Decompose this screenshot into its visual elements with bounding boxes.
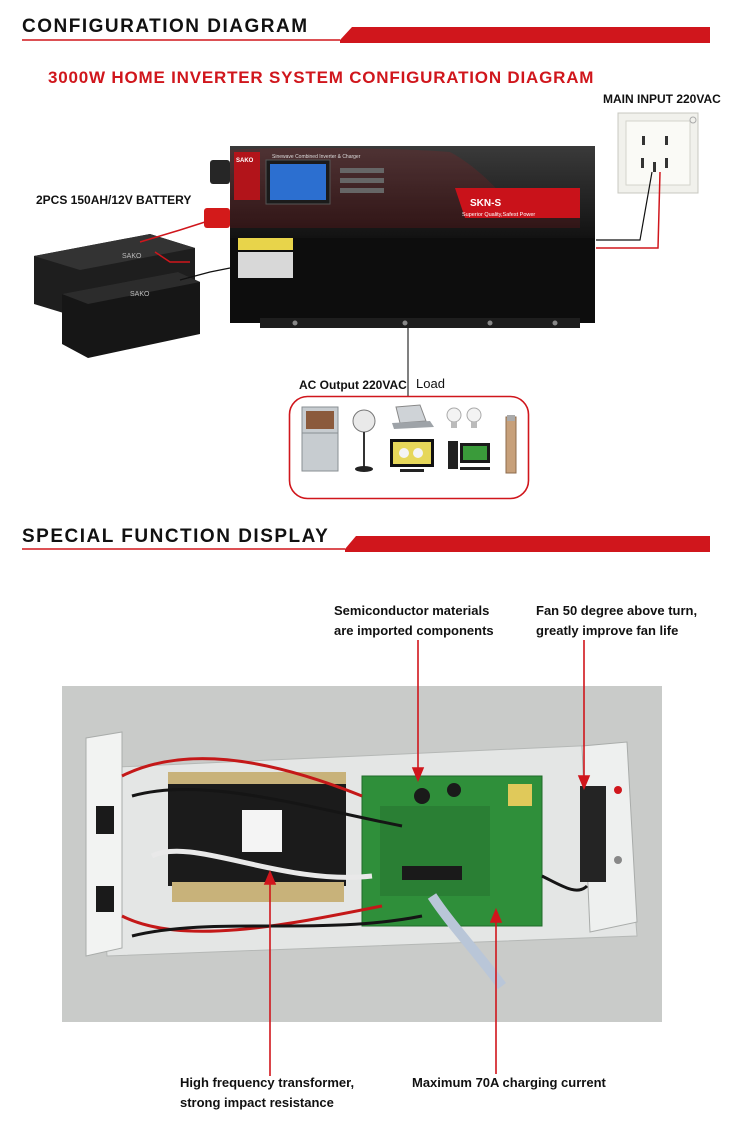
inverter-header-text: Sinewave Combined Inverter & Charger — [272, 154, 361, 160]
callout-transformer-line2: strong impact resistance — [180, 1095, 334, 1110]
section-divider-1 — [22, 27, 710, 43]
section-divider-2 — [22, 536, 710, 552]
pump-icon — [505, 415, 517, 474]
computer-icon — [448, 441, 490, 470]
fridge-icon — [301, 406, 339, 472]
callout-fan-line2: greatly improve fan life — [536, 623, 679, 638]
tv-icon — [390, 439, 434, 472]
load-label: Load — [416, 376, 445, 391]
inverter-unit: SKN-S Superior Quality,Safest Power Sine… — [204, 146, 595, 328]
wiring — [139, 171, 661, 402]
callout-fan-line1: Fan 50 degree above turn, — [536, 603, 698, 618]
battery-brand-text-2: SAKO — [122, 253, 142, 260]
section-title-special-function: SPECIAL FUNCTION DISPLAY — [22, 526, 330, 547]
laptop-icon — [392, 404, 434, 429]
main-input-label: MAIN INPUT 220VAC — [603, 92, 721, 106]
battery-brand-text: SAKO — [130, 291, 150, 298]
callout-semiconductor-line2: are imported components — [334, 623, 494, 638]
batteries: SAKO SAKO — [34, 234, 200, 358]
callout-fan: Fan 50 degree above turn, greatly improv… — [536, 601, 697, 641]
bulb-icon — [446, 407, 482, 428]
callout-transformer-line1: High frequency transformer, — [180, 1075, 355, 1090]
inverter-model-text: SKN-S — [470, 198, 501, 209]
wall-outlet — [617, 112, 699, 194]
callout-semiconductor-line1: Semiconductor materials — [334, 603, 490, 618]
fan-icon — [352, 409, 376, 472]
inverter-internal-photo — [62, 686, 662, 1022]
callout-semiconductor: Semiconductor materials are imported com… — [334, 601, 494, 641]
diagram-title: 3000W HOME INVERTER SYSTEM CONFIGURATION… — [48, 68, 595, 87]
ac-output-label: AC Output 220VAC — [299, 378, 407, 392]
callout-transformer: High frequency transformer, strong impac… — [180, 1073, 354, 1113]
callout-charging: Maximum 70A charging current — [412, 1073, 606, 1093]
brand-text: SAKO — [236, 158, 254, 164]
section-title-configuration: CONFIGURATION DIAGRAM — [22, 16, 309, 37]
load-appliances — [288, 395, 530, 500]
inverter-slogan-text: Superior Quality,Safest Power — [462, 212, 535, 218]
battery-label: 2PCS 150AH/12V BATTERY — [36, 193, 192, 207]
callout-charging-line1: Maximum 70A charging current — [412, 1075, 606, 1090]
